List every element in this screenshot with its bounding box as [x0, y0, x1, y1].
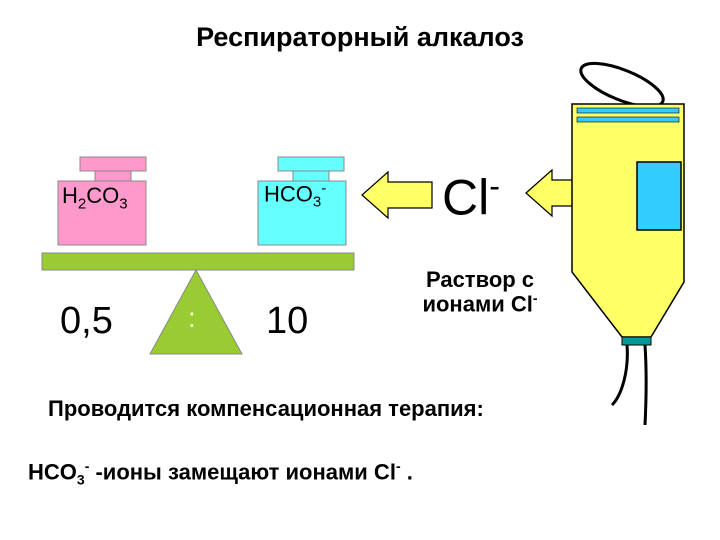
left-weight	[57, 156, 147, 246]
left-weight-label: H2CO3	[62, 183, 128, 213]
right-weight	[257, 156, 347, 246]
solution-line-2: ионами Cl-	[422, 290, 538, 317]
iv-bag-icon	[571, 61, 685, 426]
arrow-to-weight	[361, 170, 433, 220]
solution-line-1: Раствор с	[425, 267, 535, 292]
left-ratio-value: 0,5	[60, 300, 113, 342]
solution-label: Раствор с ионами Cl-	[395, 268, 565, 316]
chloride-ion-label: Cl-	[442, 168, 500, 226]
right-ratio-value: 10	[266, 300, 309, 342]
replacement-text: HCO3- -ионы замещают ионами Cl- .	[28, 458, 413, 488]
fulcrum-ratio-mark: :	[188, 302, 196, 333]
balance-fulcrum	[149, 268, 243, 355]
balance-beam	[41, 252, 355, 271]
therapy-text: Проводится компенсационная терапия:	[48, 396, 484, 421]
slide-title: Респираторный алкалоз	[196, 22, 524, 52]
right-weight-label: HCO3-	[264, 180, 327, 211]
